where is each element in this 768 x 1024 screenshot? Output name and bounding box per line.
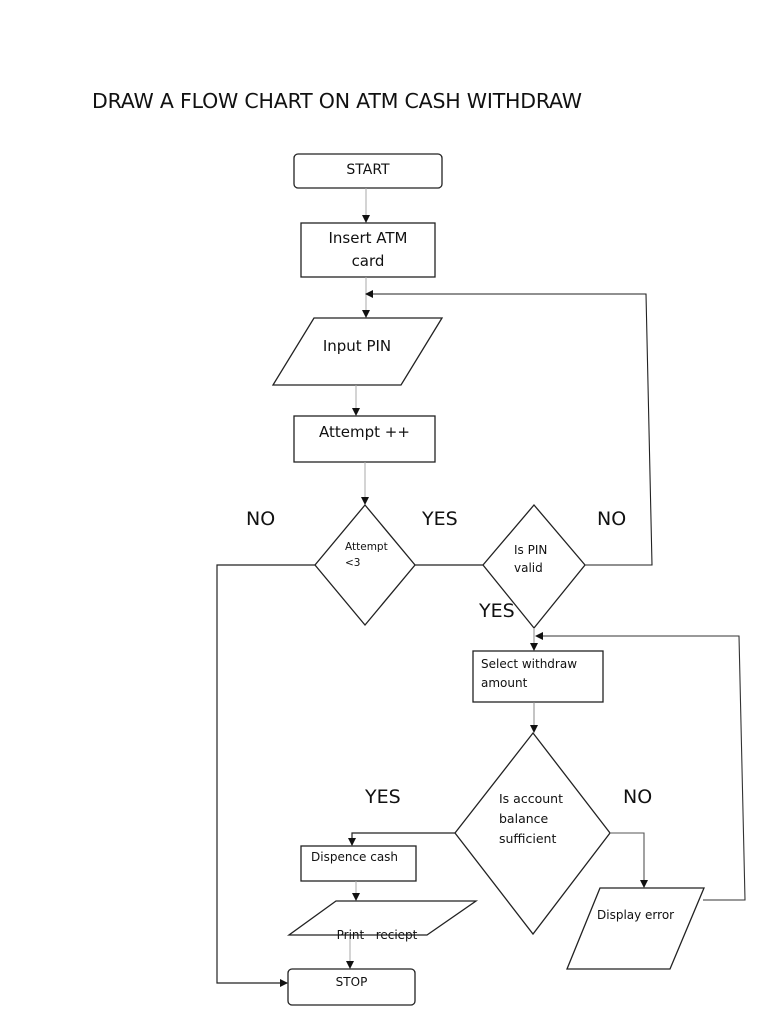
attempt-yes-label: YES: [422, 508, 458, 530]
display-error-label: Display error: [597, 907, 674, 924]
display-error-parallelogram: [566, 887, 705, 970]
balance-check-line-3: sufficient: [499, 831, 557, 846]
stop-label: STOP: [288, 974, 415, 991]
pin-valid-line-2: valid: [514, 561, 543, 575]
input-pin-text: Input PIN: [322, 337, 392, 355]
insert-card-box: [300, 222, 436, 278]
edge-error-to-select: [535, 632, 746, 901]
select-amount-box: [472, 650, 604, 703]
insert-card-line-1: Insert ATM: [328, 229, 408, 247]
balance-no-label: NO: [623, 786, 653, 808]
attempt-no-label: NO: [246, 508, 276, 530]
balance-check-diamond: [454, 731, 611, 936]
start-label: START: [294, 160, 442, 180]
balance-check-label: Is account balance sufficient: [499, 789, 563, 849]
edge-check-no-to-stop: [216, 564, 315, 987]
insert-card-label: Insert ATM card: [301, 227, 435, 273]
dispense-cash-label: Dispence cash: [311, 849, 398, 866]
edge-balance-yes-to-dispense: [348, 832, 455, 846]
print-receipt-text: Print reciept: [336, 928, 418, 943]
attempt-check-label: Attempt <3: [345, 539, 388, 571]
print-receipt-label: Print reciept: [329, 910, 418, 945]
pin-valid-label: Is PIN valid: [514, 541, 547, 577]
dispense-cash-box: [300, 845, 417, 882]
input-pin-parallelogram: [271, 317, 444, 386]
attempt-increment-box: [293, 415, 436, 463]
attempt-check-line-2: <3: [345, 557, 361, 569]
start-text: START: [346, 162, 390, 178]
edge-balance-no-to-error: [610, 832, 648, 888]
select-amount-label: Select withdraw amount: [481, 655, 577, 693]
edge-pin-no-to-input: [365, 290, 653, 566]
stop-terminal: [287, 968, 416, 1006]
print-receipt-parallelogram: [286, 900, 479, 936]
pin-valid-line-1: Is PIN: [514, 543, 548, 557]
dispense-cash-text: Dispence cash: [311, 850, 399, 864]
attempt-check-diamond: [314, 503, 416, 627]
balance-check-line-2: balance: [499, 811, 549, 826]
attempt-check-line-1: Attempt: [345, 541, 388, 553]
page-title: DRAW A FLOW CHART ON ATM CASH WITHDRAW: [92, 89, 582, 113]
pin-yes-label: YES: [479, 600, 515, 622]
pin-no-label: NO: [597, 508, 627, 530]
select-amount-line-1: Select withdraw: [481, 657, 578, 671]
balance-yes-label: YES: [365, 786, 401, 808]
input-pin-label: Input PIN: [290, 336, 424, 358]
insert-card-line-2: card: [351, 252, 385, 270]
balance-check-line-1: Is account: [499, 791, 563, 806]
attempt-increment-label: Attempt ++: [294, 422, 435, 444]
attempt-increment-text: Attempt ++: [319, 423, 410, 441]
select-amount-line-2: amount: [481, 676, 528, 690]
start-terminal: [293, 153, 443, 189]
display-error-text: Display error: [597, 908, 675, 922]
stop-text: STOP: [335, 975, 368, 989]
